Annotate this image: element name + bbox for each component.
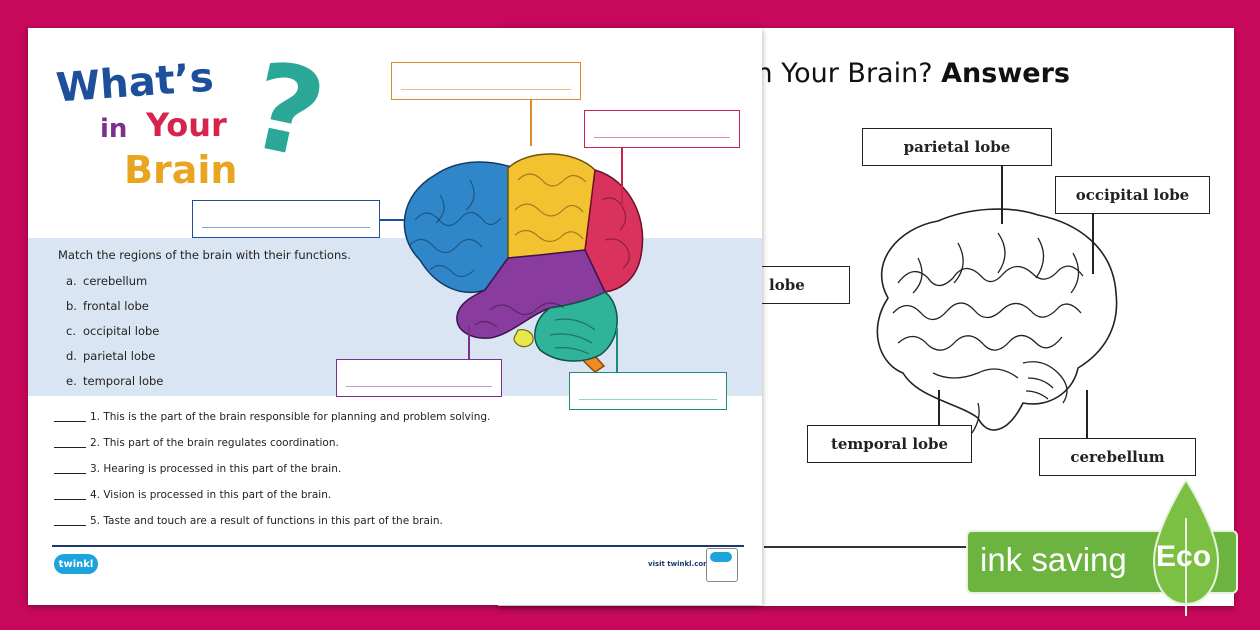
connector-line [621, 148, 623, 206]
question-3: 3. Hearing is processed in this part of … [54, 463, 341, 475]
connector-line [380, 219, 404, 221]
colored-brain-illustration [403, 153, 644, 373]
matching-instructions: Match the regions of the brain with thei… [58, 248, 351, 262]
connector-line [938, 390, 940, 425]
connector-line [1001, 166, 1003, 224]
option-e: e.temporal lobe [66, 374, 164, 388]
option-c: c.occipital lobe [66, 324, 160, 338]
answer-label-temporal: temporal lobe [807, 425, 972, 463]
answer-label-occipital: occipital lobe [1055, 176, 1210, 214]
eco-label: Eco [1156, 540, 1212, 573]
question-1: 1. This is the part of the brain respons… [54, 411, 490, 423]
connector-line [1086, 390, 1088, 438]
question-4: 4. Vision is processed in this part of t… [54, 489, 331, 501]
footer-divider [52, 545, 744, 547]
option-b: b.frontal lobe [66, 299, 149, 313]
label-box-bottom-left[interactable] [336, 359, 502, 397]
worksheet-title: What’s in Your Brain ? [54, 36, 336, 216]
visit-link[interactable]: visit twinkl.com [648, 560, 711, 568]
connector-line [1092, 214, 1094, 274]
title-brain: Brain [124, 148, 238, 192]
worksheet-sheet: What’s in Your Brain ? Match the regions… [28, 28, 762, 605]
question-2: 2. This part of the brain regulates coor… [54, 437, 339, 449]
title-in: in [100, 114, 128, 144]
answer-label-cerebellum: cerebellum [1039, 438, 1196, 476]
title-question-mark: ? [238, 36, 336, 187]
label-box-bottom-right[interactable] [569, 372, 727, 410]
answer-label-parietal: parietal lobe [862, 128, 1052, 166]
connector-line [468, 326, 470, 359]
label-box-top[interactable] [391, 62, 581, 100]
answer-blank[interactable] [54, 421, 86, 422]
question-5: 5. Taste and touch are a result of funct… [54, 515, 443, 527]
label-box-left[interactable] [192, 200, 380, 238]
answer-blank[interactable] [54, 525, 86, 526]
twinkl-logo: twinkl [54, 554, 98, 574]
connector-line [530, 100, 532, 146]
answer-blank[interactable] [54, 447, 86, 448]
label-box-right[interactable] [584, 110, 740, 148]
answer-blank[interactable] [54, 473, 86, 474]
option-d: d.parietal lobe [66, 349, 156, 363]
brain-outline-drawing [876, 208, 1118, 434]
ink-saving-text: ink saving [980, 541, 1127, 578]
title-whats: What’s [54, 54, 216, 112]
quality-mark-icon [706, 548, 738, 582]
answer-blank[interactable] [54, 499, 86, 500]
answers-title: in Your Brain? Answers [748, 58, 1070, 89]
option-a: a.cerebellum [66, 274, 148, 288]
connector-line [616, 328, 618, 372]
title-your: Your [146, 106, 227, 144]
eco-drop-icon [1152, 478, 1220, 616]
